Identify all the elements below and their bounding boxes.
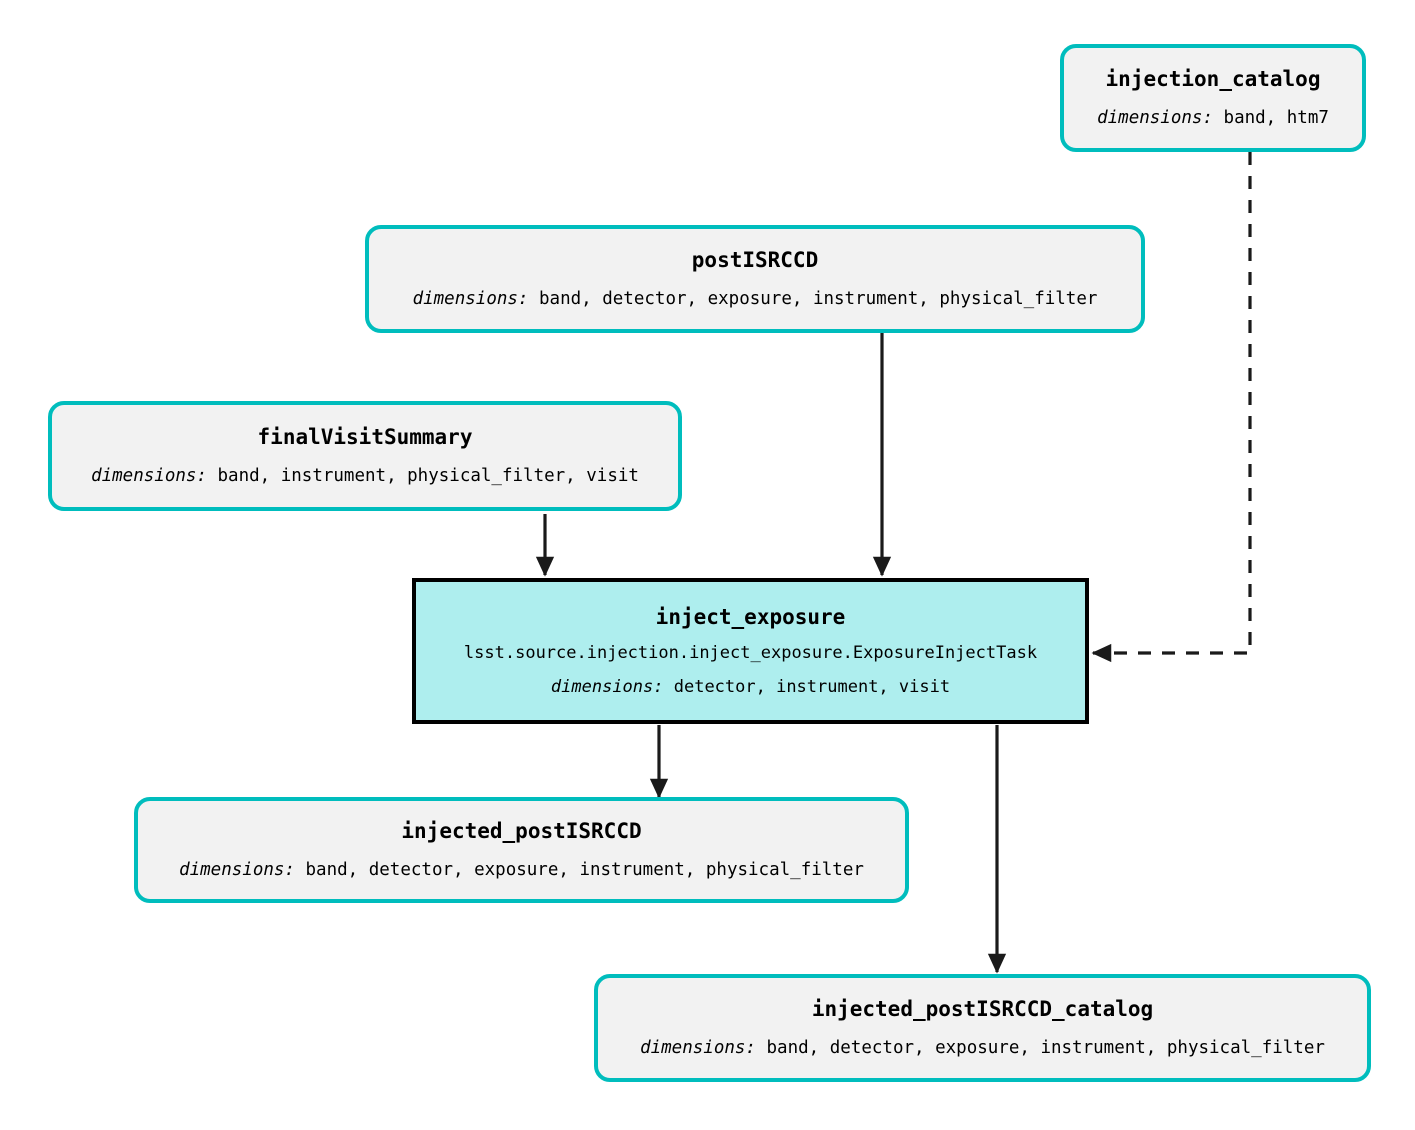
dimensions-label: dimensions: bbox=[550, 676, 674, 697]
node-dimensions: dimensions: band, htm7 bbox=[1097, 108, 1329, 129]
node-dimensions: dimensions: band, detector, exposure, in… bbox=[413, 289, 1098, 310]
node-inject-exposure[interactable]: inject_exposure lsst.source.injection.in… bbox=[412, 578, 1089, 724]
node-postisrccd[interactable]: postISRCCD dimensions: band, detector, e… bbox=[365, 225, 1145, 333]
dimensions-label: dimensions: bbox=[91, 466, 218, 487]
node-title: injected_postISRCCD bbox=[401, 818, 642, 843]
node-finalvisitsummary[interactable]: finalVisitSummary dimensions: band, inst… bbox=[48, 401, 682, 511]
dimensions-value: band, instrument, physical_filter, visit bbox=[217, 466, 639, 487]
dimensions-label: dimensions: bbox=[412, 289, 540, 310]
node-class-path: lsst.source.injection.inject_exposure.Ex… bbox=[463, 643, 1038, 664]
dimensions-value: band, detector, exposure, instrument, ph… bbox=[305, 860, 864, 881]
node-title: inject_exposure bbox=[655, 605, 846, 630]
node-injected-postisrccd[interactable]: injected_postISRCCD dimensions: band, de… bbox=[134, 797, 909, 903]
node-injected-postisrccd-catalog[interactable]: injected_postISRCCD_catalog dimensions: … bbox=[594, 974, 1371, 1082]
node-injection-catalog[interactable]: injection_catalog dimensions: band, htm7 bbox=[1060, 44, 1366, 152]
dimensions-value: band, detector, exposure, instrument, ph… bbox=[539, 289, 1098, 310]
node-title: postISRCCD bbox=[691, 247, 819, 272]
dimensions-value: detector, instrument, visit bbox=[673, 676, 951, 697]
node-dimensions: dimensions: band, instrument, physical_f… bbox=[91, 466, 639, 487]
dimensions-value: band, detector, exposure, instrument, ph… bbox=[766, 1038, 1325, 1059]
dimensions-value: band, htm7 bbox=[1223, 108, 1329, 129]
dimensions-label: dimensions: bbox=[1097, 108, 1224, 129]
node-title: injection_catalog bbox=[1105, 66, 1321, 91]
node-dimensions: dimensions: band, detector, exposure, in… bbox=[179, 860, 864, 881]
dimensions-label: dimensions: bbox=[640, 1038, 767, 1059]
dimensions-label: dimensions: bbox=[179, 860, 306, 881]
node-title: finalVisitSummary bbox=[257, 424, 473, 449]
node-dimensions: dimensions: band, detector, exposure, in… bbox=[640, 1038, 1325, 1059]
node-title: injected_postISRCCD_catalog bbox=[811, 996, 1154, 1021]
node-dimensions: dimensions: detector, instrument, visit bbox=[551, 677, 950, 697]
